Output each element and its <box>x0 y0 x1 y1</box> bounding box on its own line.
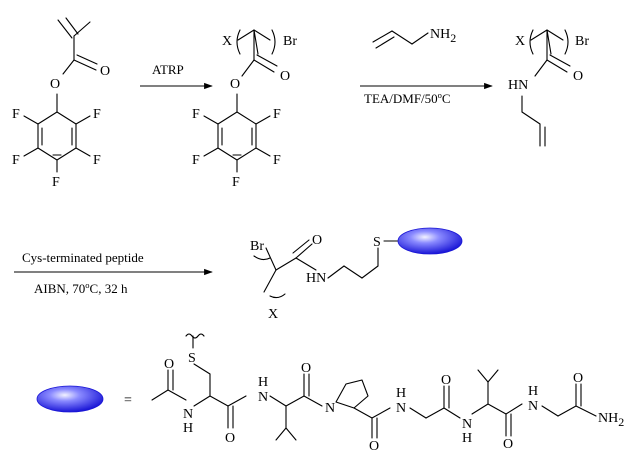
atom-n: N <box>462 417 472 432</box>
polymer-allyl-amide: X Br O HN <box>508 29 589 147</box>
aibn-condition: AIBN, 70oC, 32 h <box>34 280 128 296</box>
peptide-legend: = <box>36 385 132 413</box>
atom-o: O <box>573 371 583 386</box>
atom-n: N <box>396 401 406 416</box>
polymer-ppfpma: X Br O O F F F F F <box>192 29 297 190</box>
atom-n: N <box>183 407 193 422</box>
atom-br: Br <box>283 34 297 49</box>
atom-h: H <box>396 386 406 401</box>
tea-dmf-condition: TEA/DMF/50oC <box>364 90 451 106</box>
atom-n: N <box>325 401 335 416</box>
atom-o: O <box>312 233 322 248</box>
atom-n: N <box>528 399 538 414</box>
allylamine: NH2 <box>372 27 456 49</box>
svg-text:NH2: NH2 <box>598 411 624 429</box>
svg-text:NH2: NH2 <box>430 27 456 45</box>
atom-o: O <box>230 77 240 92</box>
atom-x: X <box>515 34 525 49</box>
atom-o: O <box>369 439 379 454</box>
reaction-step-1: ATRP <box>140 62 213 90</box>
atom-o: O <box>225 431 235 446</box>
atom-h: H <box>183 421 193 436</box>
polymer-peptide-conjugate: Br X O HN S <box>250 227 463 322</box>
atom-f: F <box>273 153 281 168</box>
subscript-2: 2 <box>450 31 456 45</box>
atom-x: X <box>222 34 232 49</box>
atom-f: F <box>12 107 20 122</box>
atom-f: F <box>232 175 240 190</box>
atom-n: N <box>258 390 268 405</box>
atom-f: F <box>93 107 101 122</box>
atrp-label: ATRP <box>152 62 184 77</box>
atom-hn: HN <box>306 271 326 286</box>
atom-o: O <box>573 69 583 84</box>
atom-o: O <box>164 357 174 372</box>
reaction-step-2: NH2 TEA/DMF/50oC <box>360 27 493 106</box>
atom-o: O <box>503 437 513 452</box>
monomer-pfp-methacrylate: O O F F F F F <box>12 17 110 190</box>
atom-h: H <box>528 384 538 399</box>
atom-h: H <box>258 375 268 390</box>
atom-o: O <box>301 361 311 376</box>
atom-s: S <box>373 235 381 250</box>
peptide-structure: O N H S O N H O N O N H <box>151 333 624 454</box>
atom-o: O <box>50 77 60 92</box>
atom-f: F <box>12 153 20 168</box>
atom-f: F <box>52 175 60 190</box>
subscript-2: 2 <box>618 415 624 429</box>
atom-nh: NH <box>598 411 618 426</box>
cys-peptide-label: Cys-terminated peptide <box>22 250 144 265</box>
atom-br: Br <box>575 34 589 49</box>
peptide-ellipse <box>397 227 463 255</box>
atom-o: O <box>100 64 110 79</box>
reaction-step-3: Cys-terminated peptide AIBN, 70oC, 32 h <box>14 250 213 296</box>
atom-nh: NH <box>430 27 450 42</box>
atom-f: F <box>93 153 101 168</box>
atom-o: O <box>441 373 451 388</box>
atom-f: F <box>273 107 281 122</box>
atom-x: X <box>268 307 278 322</box>
equals-sign: = <box>124 393 132 408</box>
atom-hn: HN <box>508 78 528 93</box>
atom-f: F <box>192 107 200 122</box>
atom-s: S <box>188 351 196 366</box>
atom-f: F <box>192 153 200 168</box>
atom-br: Br <box>250 239 264 254</box>
atom-h: H <box>462 431 472 446</box>
legend-ellipse <box>36 385 104 413</box>
atom-o: O <box>280 69 290 84</box>
